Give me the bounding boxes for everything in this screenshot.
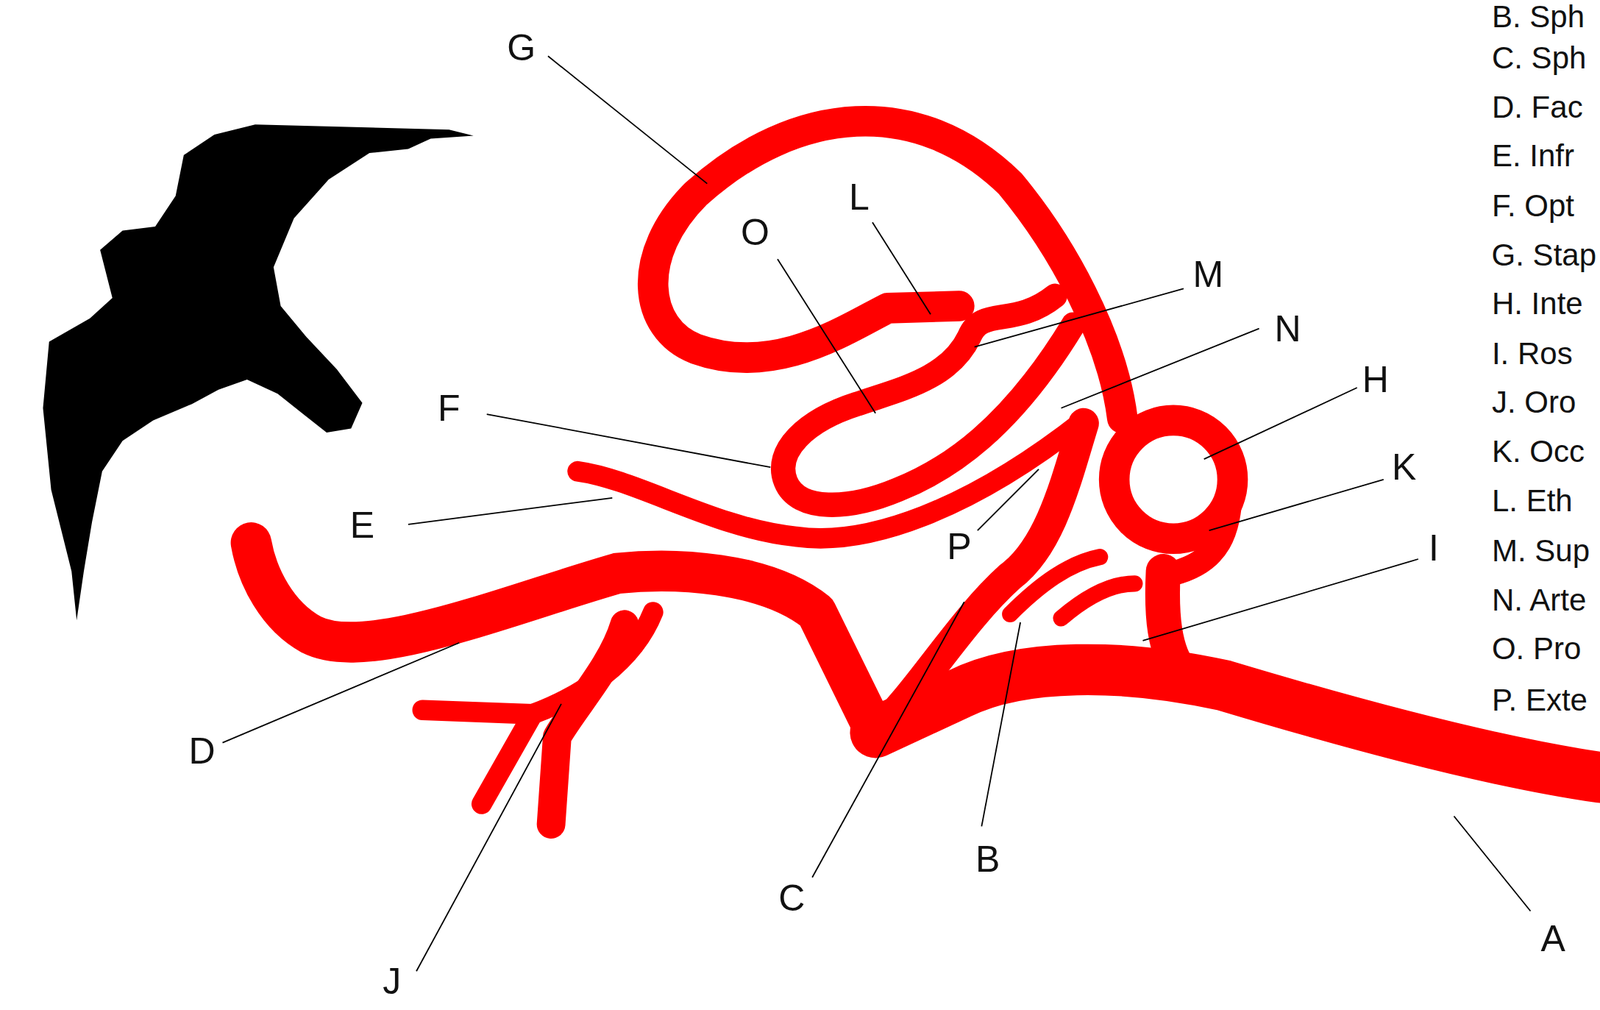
callout-letter: J	[382, 962, 401, 1000]
callout-letter: H	[1362, 361, 1389, 398]
leader-line	[548, 55, 707, 184]
legend-entry-text: N. Arte	[1491, 584, 1587, 616]
callout-letter: O	[740, 214, 770, 251]
legend-entry-text: E. Infr	[1491, 140, 1575, 172]
callout-letter: P	[946, 528, 972, 565]
artery	[783, 295, 1075, 505]
legend-entry-text: M. Sup	[1491, 535, 1590, 567]
legend-entry-text: O. Pro	[1491, 633, 1581, 665]
artery	[550, 624, 625, 825]
leader-line	[777, 258, 876, 413]
artery	[1061, 583, 1136, 618]
leader-line	[1204, 387, 1358, 460]
legend-entry-text: B. Sph	[1491, 1, 1585, 33]
callout-letter: G	[506, 29, 536, 67]
legend-entry-text: F. Opt	[1491, 190, 1575, 222]
legend-entry-text: C. Sph	[1491, 42, 1587, 74]
leader-line	[486, 414, 771, 468]
leader-line	[1142, 559, 1418, 641]
callout-letter: M	[1193, 256, 1225, 293]
leader-line	[872, 222, 931, 315]
callout-letter: C	[778, 879, 805, 917]
leader-line	[416, 704, 562, 972]
artery	[481, 714, 533, 805]
legend-entry-text: J. Oro	[1491, 386, 1576, 418]
leader-line	[1453, 815, 1531, 911]
legend-entry-text: G. Stap	[1491, 239, 1597, 271]
leader-line	[222, 642, 460, 743]
leader-line	[1061, 328, 1260, 409]
callout-letter: D	[189, 732, 216, 770]
callout-letter: E	[350, 506, 375, 544]
legend-entry-text: H. Inte	[1491, 288, 1584, 320]
callout-letter: K	[1391, 448, 1417, 486]
leader-line	[408, 498, 613, 525]
artery	[1162, 571, 1184, 676]
callout-letter: I	[1428, 529, 1439, 567]
leader-line	[1209, 479, 1384, 531]
artery	[875, 669, 1600, 777]
callout-letter: F	[437, 389, 461, 427]
artery	[1173, 491, 1231, 574]
legend-entry-text: I. Ros	[1491, 338, 1573, 370]
callout-letter: L	[848, 178, 870, 216]
callout-letter: A	[1541, 920, 1566, 958]
callout-letter: N	[1274, 310, 1301, 348]
leader-line	[974, 288, 1184, 347]
legend-entry-text: D. Fac	[1491, 91, 1584, 123]
artery	[577, 420, 1084, 538]
callout-letter: B	[975, 840, 1000, 878]
legend-entry-text: L. Eth	[1491, 485, 1573, 517]
legend-entry-text: K. Occ	[1491, 436, 1585, 468]
leader-line	[981, 622, 1021, 827]
legend-entry-text: P. Exte	[1491, 684, 1588, 716]
leader-line	[977, 469, 1039, 531]
leader-line	[812, 601, 965, 877]
